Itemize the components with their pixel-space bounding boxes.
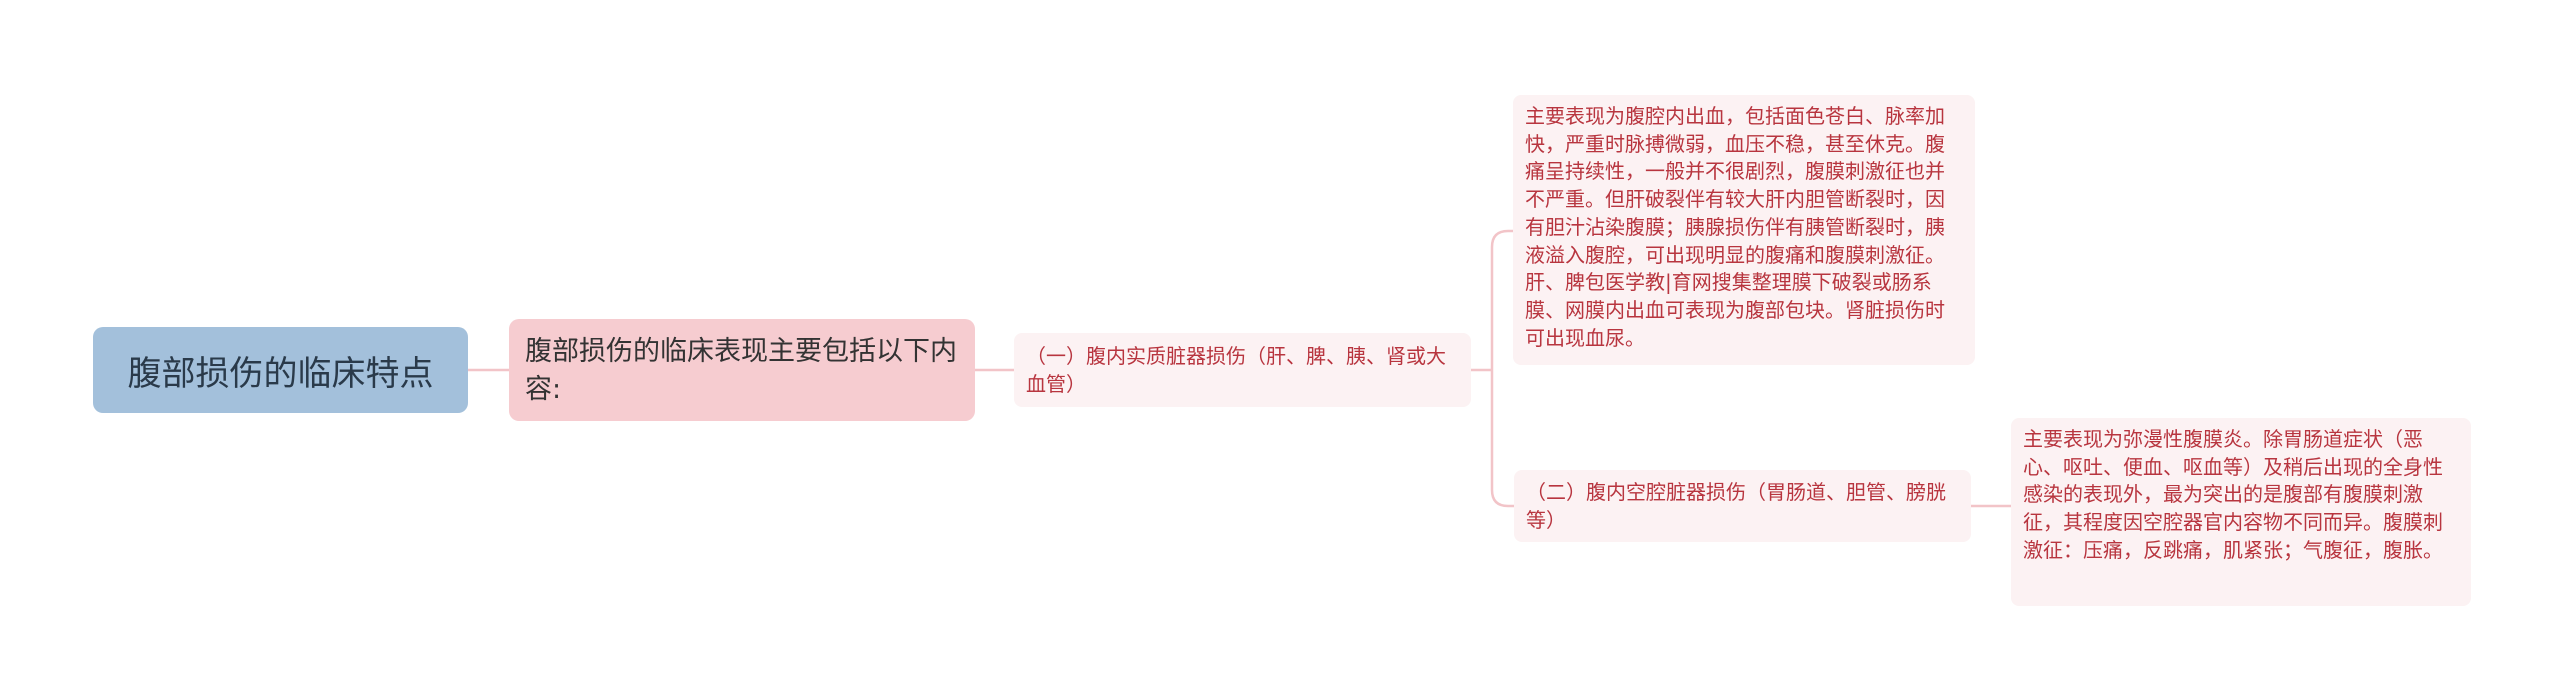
leaf-hollow-organ-text: 主要表现为弥漫性腹膜炎。除胃肠道症状（恶心、呕吐、便血、呕血等）及稍后出现的全身… — [2023, 427, 2443, 562]
branch-hollow-organ[interactable]: （二）腹内空腔脏器损伤（胃肠道、胆管、膀胱等） — [1514, 470, 1971, 542]
level1-node[interactable]: 腹部损伤的临床表现主要包括以下内容: — [509, 319, 975, 421]
root-node[interactable]: 腹部损伤的临床特点 — [93, 327, 468, 413]
leaf-hollow-organ-detail[interactable]: 主要表现为弥漫性腹膜炎。除胃肠道症状（恶心、呕吐、便血、呕血等）及稍后出现的全身… — [2011, 418, 2471, 606]
level1-label: 腹部损伤的临床表现主要包括以下内容: — [525, 336, 957, 405]
root-label: 腹部损伤的临床特点 — [127, 353, 434, 394]
branch-solid-organ-label: （一）腹内实质脏器损伤（肝、脾、胰、肾或大血管） — [1026, 344, 1446, 396]
branch-hollow-organ-label: （二）腹内空腔脏器损伤（胃肠道、胆管、膀胱等） — [1526, 480, 1946, 532]
edge-bracket-to-leaf1 — [1490, 229, 1514, 508]
branch-solid-organ[interactable]: （一）腹内实质脏器损伤（肝、脾、胰、肾或大血管） — [1014, 333, 1471, 407]
leaf-solid-organ-text: 主要表现为腹腔内出血，包括面色苍白、脉率加快，严重时脉搏微弱，血压不稳，甚至休克… — [1525, 104, 1945, 350]
leaf-solid-organ-detail[interactable]: 主要表现为腹腔内出血，包括面色苍白、脉率加快，严重时脉搏微弱，血压不稳，甚至休克… — [1513, 95, 1975, 365]
